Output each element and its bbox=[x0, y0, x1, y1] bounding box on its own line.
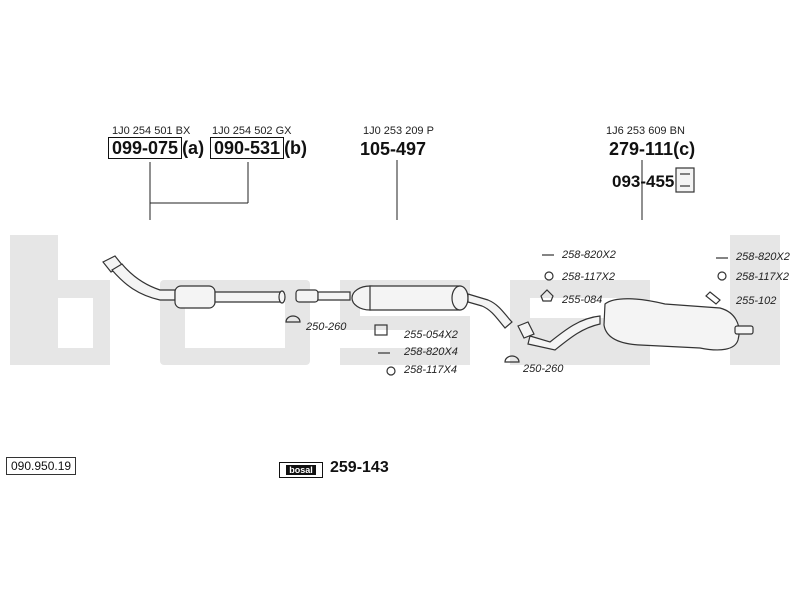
rear-muffler bbox=[517, 298, 754, 351]
hardware-label: 255-054X2 bbox=[404, 329, 458, 341]
bosal-logo: bosal bbox=[279, 462, 323, 478]
oem-number: 1J0 254 502 GX bbox=[212, 125, 292, 137]
hardware-label: 255-084 bbox=[562, 294, 603, 306]
middle-muffler bbox=[295, 285, 513, 329]
part-number[interactable]: 090-531 bbox=[210, 137, 285, 159]
accessory-part-number[interactable]: 093-455 bbox=[612, 172, 675, 191]
hardware-label: 250-260 bbox=[523, 363, 564, 375]
bracket-icon bbox=[675, 167, 695, 193]
part-group-b[interactable]: 090-531(b) bbox=[210, 137, 308, 159]
hardware-label: 258-117X2 bbox=[736, 271, 790, 283]
variant-label: (a) bbox=[182, 138, 205, 158]
oem-number: 1J0 253 209 P bbox=[363, 125, 434, 137]
front-pipe-catalyst bbox=[102, 255, 286, 309]
bosal-logo-text: bosal bbox=[286, 465, 316, 475]
hardware-label: 258-820X2 bbox=[562, 249, 616, 261]
kit-part-number[interactable]: 259-143 bbox=[330, 459, 389, 476]
oem-number: 1J6 253 609 BN bbox=[606, 125, 685, 137]
reference-number: 090.950.19 bbox=[6, 457, 77, 475]
part-number[interactable]: 279-111(c) bbox=[609, 139, 696, 159]
variant-label: (b) bbox=[284, 138, 308, 158]
hardware-label: 250-260 bbox=[306, 321, 347, 333]
hardware-label: 258-117X2 bbox=[562, 271, 616, 283]
hardware-label: 258-117X4 bbox=[404, 364, 458, 376]
part-number[interactable]: 099-075 bbox=[108, 137, 183, 159]
clamp-icons bbox=[285, 254, 728, 376]
part-number[interactable]: 105-497 bbox=[360, 139, 427, 159]
hardware-label: 258-820X2 bbox=[736, 251, 790, 263]
hardware-label: 258-820X4 bbox=[404, 346, 458, 358]
hardware-label: 255-102 bbox=[736, 295, 777, 307]
oem-number: 1J0 254 501 BX bbox=[112, 125, 191, 137]
part-group-a[interactable]: 099-075(a) bbox=[108, 137, 205, 159]
